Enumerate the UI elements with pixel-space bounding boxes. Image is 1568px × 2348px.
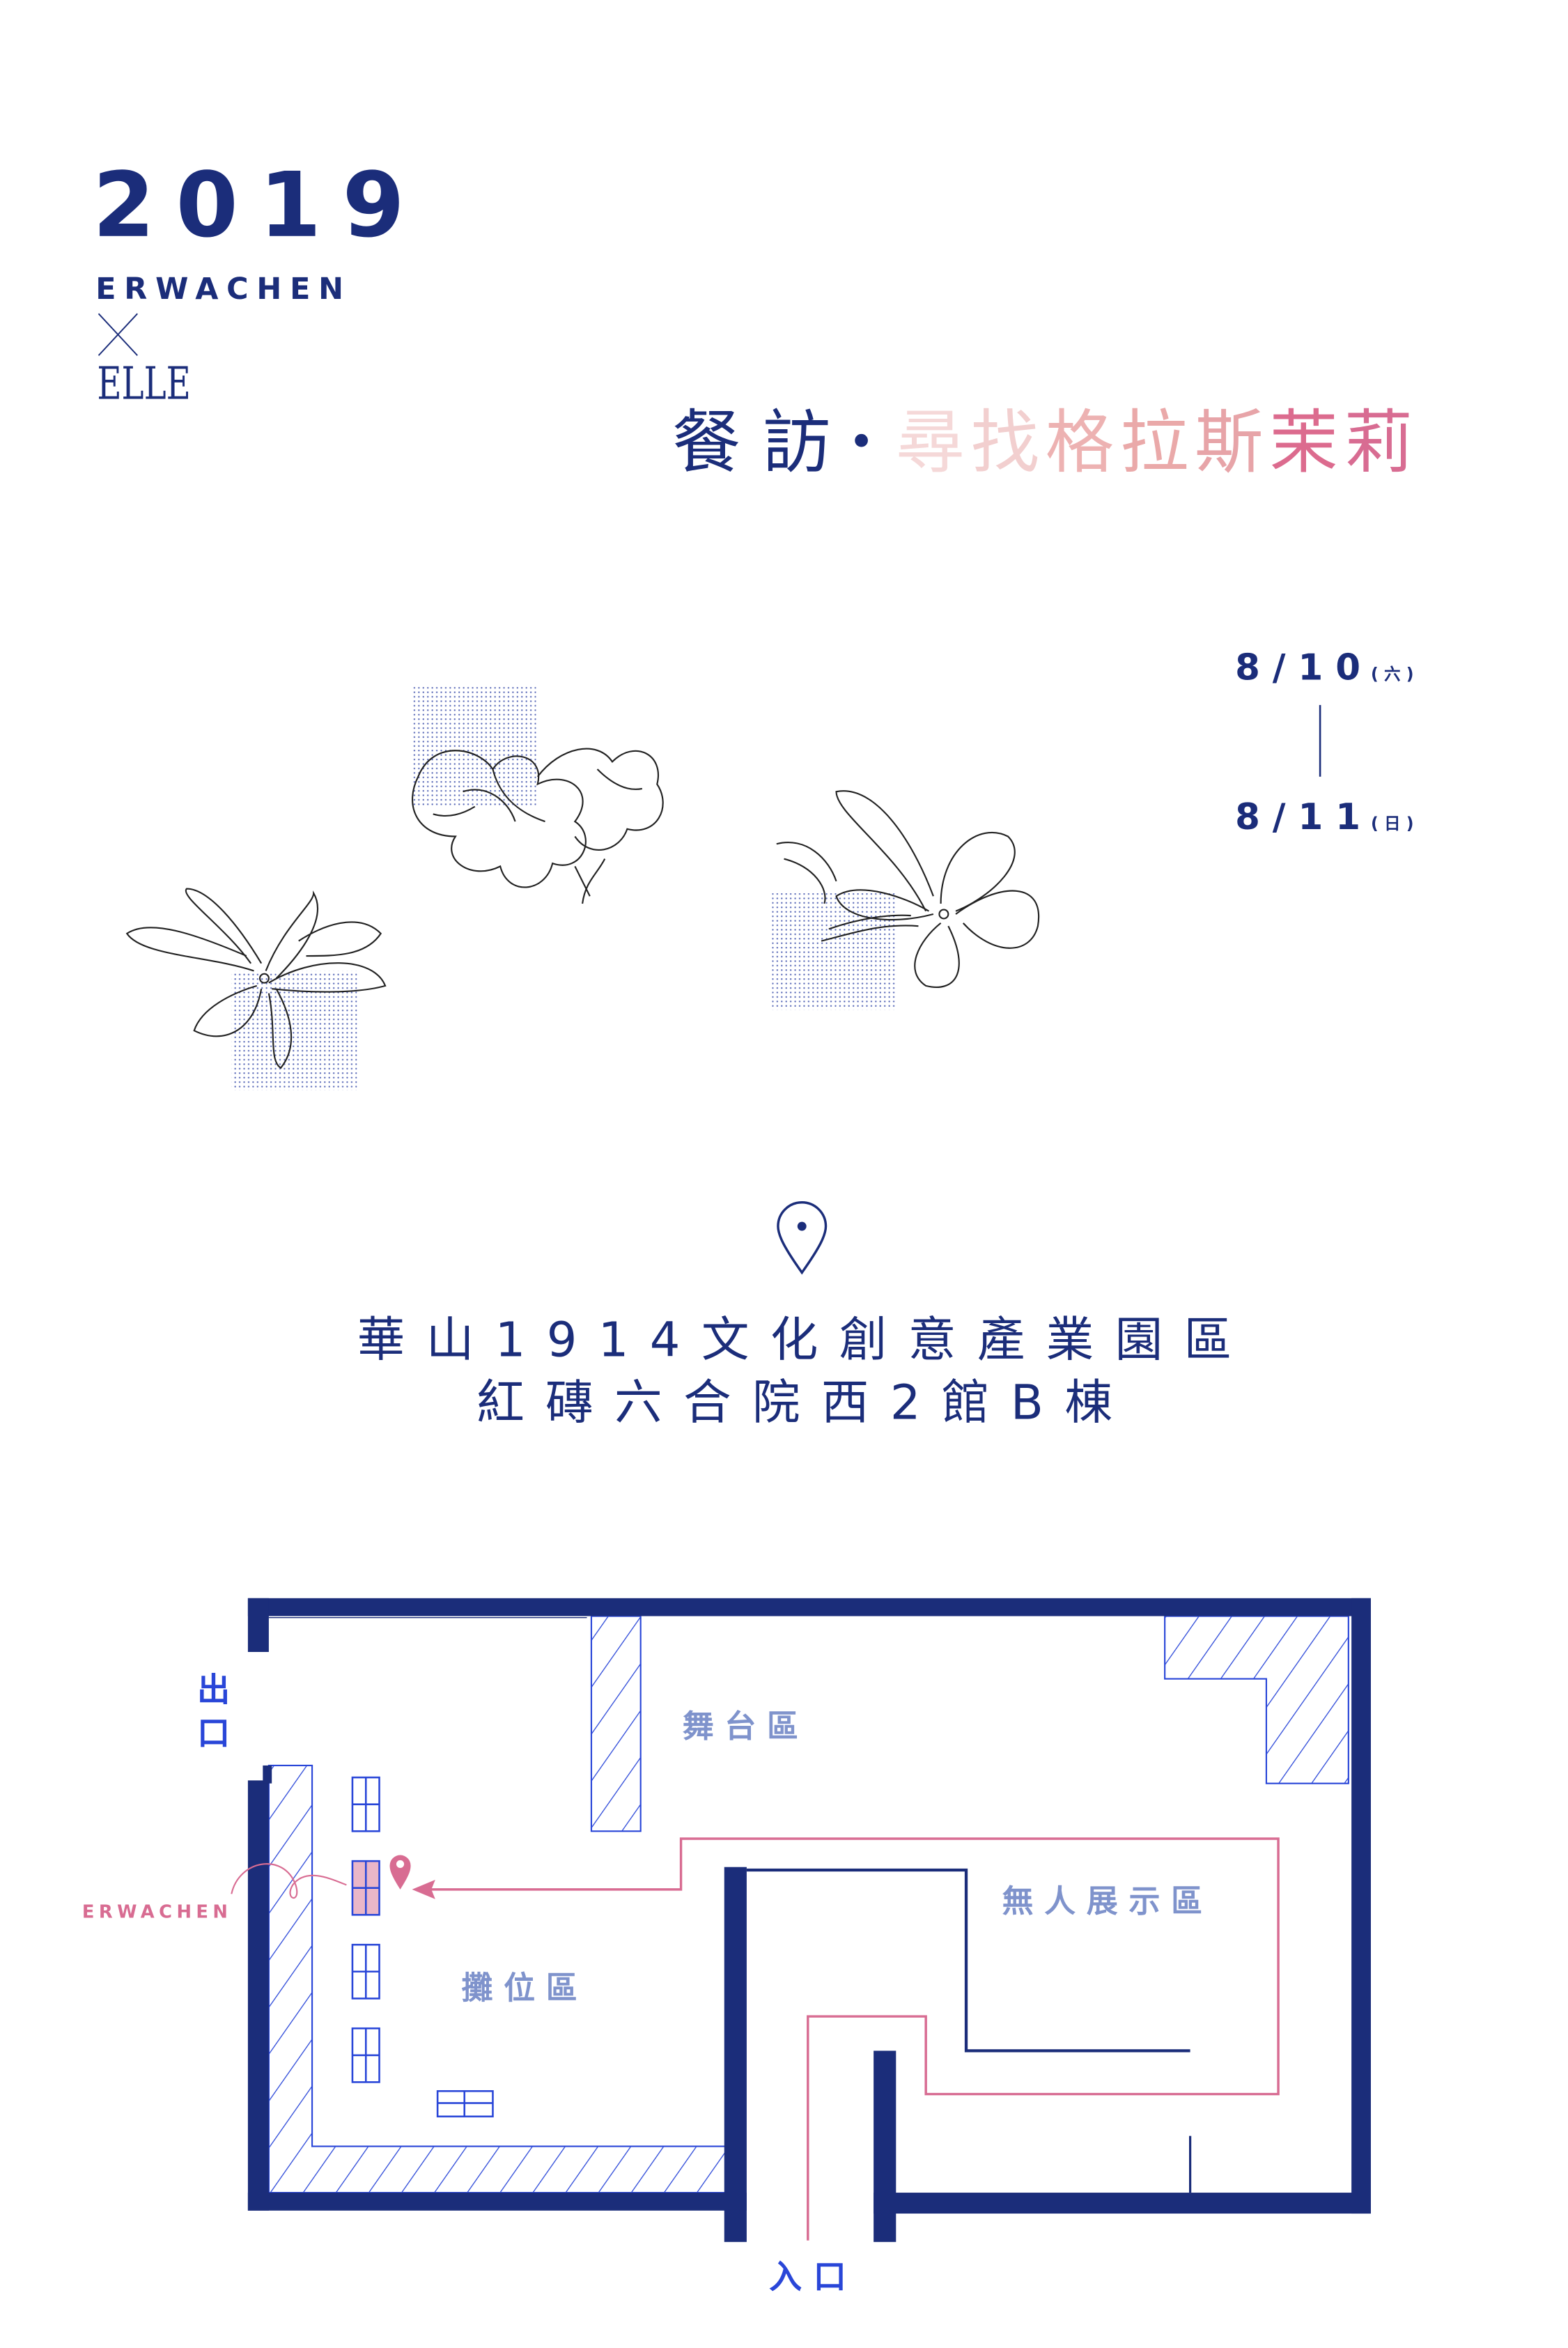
floor-plan: 出 口 舞 台 區 無 人 展 示 區 攤 位 區 入 口 ERWACHEN [82, 1598, 1371, 2296]
page-title: 餐 訪 • 尋找格拉斯茉莉 [672, 403, 1413, 483]
event-dates: 8 / 1 0 ( 六 ) 8 / 1 1 ( 日 ) [1235, 647, 1413, 837]
zone-label-stage: 舞 台 區 [683, 1708, 798, 1745]
booth-erwachen [351, 1860, 380, 1916]
title-dot: • [848, 416, 875, 468]
title-char: 找 [970, 403, 1039, 483]
gardenia-flower-icon [412, 748, 664, 904]
zone-label-booths: 攤 位 區 [461, 1969, 577, 2006]
jasmine-branch-icon [776, 790, 1040, 988]
title-char: 斯 [1195, 403, 1264, 483]
booth [351, 1943, 380, 2000]
dot-square [231, 971, 357, 1090]
exit-label: 出 [197, 1671, 230, 1710]
booth-marker-label: ERWACHEN [82, 1902, 232, 1923]
title-char: 拉 [1120, 403, 1189, 483]
title-prefix: 餐 訪 [672, 403, 832, 483]
exit-label: 口 [197, 1715, 230, 1753]
address-line-2: 紅 磚 六 合 院 西 2 館 B 棟 [476, 1375, 1115, 1431]
visitor-route [231, 1837, 1280, 2241]
marker-curl [231, 1863, 347, 1899]
walls [247, 1598, 1371, 2242]
location-pin-icon [389, 1855, 411, 1890]
brand-name: ERWACHEN [95, 272, 352, 307]
map-pin-icon [777, 1201, 828, 1275]
flower-illustrations [125, 687, 1040, 1090]
partner-logo: ELLE [97, 358, 190, 410]
cross-icon [98, 313, 138, 356]
booth [436, 2090, 494, 2118]
date-start: 8 / 1 0 [1235, 647, 1360, 688]
zone-label-unmanned: 無 人 展 示 區 [1002, 1883, 1202, 1920]
jasmine-flower-icon [125, 888, 387, 1069]
title-char: 茉 [1269, 403, 1338, 483]
entrance-label: 入 口 [769, 2258, 846, 2296]
location: 華 山 1 9 1 4 文 化 創 意 產 業 園 區 紅 磚 六 合 院 西 … [357, 1201, 1235, 1431]
hatched-corner [1164, 1615, 1349, 1784]
booths [351, 1776, 494, 2118]
title-char: 莉 [1344, 403, 1413, 483]
date-start-day: ( 六 ) [1371, 664, 1414, 683]
year: 2019 [93, 154, 426, 258]
address-line-1: 華 山 1 9 1 4 文 化 創 意 產 業 園 區 [357, 1313, 1235, 1368]
booth [351, 1776, 380, 1832]
date-end: 8 / 1 1 [1235, 796, 1360, 838]
dot-square [772, 893, 896, 1010]
date-end-day: ( 日 ) [1371, 814, 1414, 833]
partition-lines [268, 1617, 1192, 2193]
dot-square [412, 687, 536, 807]
hatched-column [590, 1615, 642, 1832]
logo: 2019 ERWACHEN ELLE [93, 154, 426, 410]
booth [351, 2027, 380, 2083]
title-char: 尋 [896, 403, 965, 483]
title-char: 格 [1046, 403, 1115, 483]
